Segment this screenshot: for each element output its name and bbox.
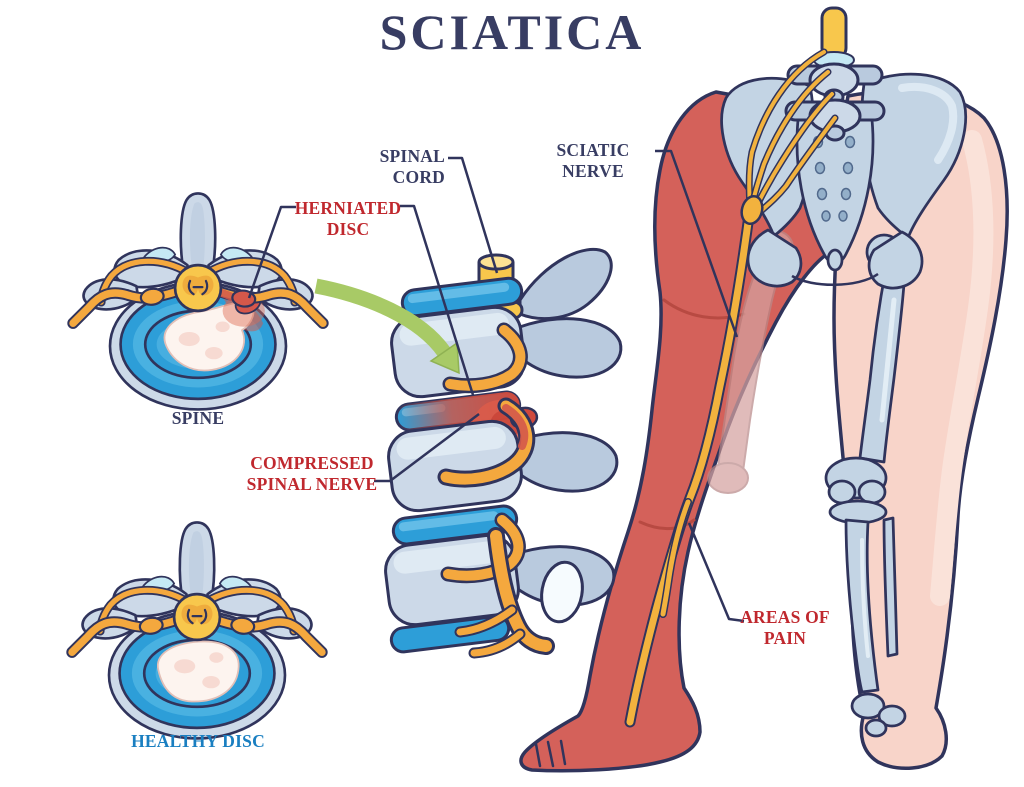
herniated-disc-leader-right	[400, 204, 475, 396]
herniated-disc-leader-left	[247, 205, 296, 299]
spine-lateral-view	[314, 247, 623, 659]
areas-of-pain-label: AREAS OF PAIN	[740, 607, 830, 648]
compressed-spinal-nerve-label: COMPRESSED SPINAL NERVE	[246, 453, 378, 494]
leg-bones	[824, 233, 920, 738]
arrow-icon	[314, 278, 460, 375]
leader-lines	[247, 149, 745, 623]
legs-back-view	[519, 6, 1009, 773]
page-title: SCIATICA	[379, 4, 645, 60]
herniated-disc-shape	[394, 390, 522, 432]
spine-label: SPINE	[171, 408, 225, 428]
compressed-nerve-leader	[374, 413, 480, 483]
sciatic-nerve	[624, 48, 839, 728]
herniated-disc-label: HERNIATED DISC	[294, 198, 402, 239]
spinal-cord-label: SPINAL CORD	[379, 146, 445, 187]
vertebra-healthy	[66, 521, 328, 740]
sciatic-nerve-leader	[655, 149, 739, 338]
vertebra-herniated	[67, 192, 329, 411]
areas-of-pain-leader	[687, 522, 745, 623]
healthy-disc-label: HEALTHY DISC	[131, 731, 265, 751]
spinal-cord-leader	[448, 156, 499, 274]
sciatic-nerve-label: SCIATIC NERVE	[556, 140, 630, 181]
toe-lines	[534, 739, 567, 768]
